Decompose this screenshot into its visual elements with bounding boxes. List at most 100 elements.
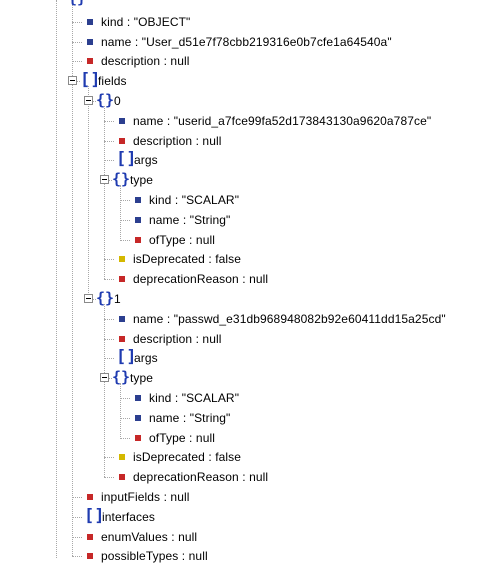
string-value-icon [135, 395, 141, 401]
tree-connector-h [120, 398, 130, 399]
node-label: args [134, 153, 158, 168]
null-value-icon [135, 236, 141, 243]
node-label: name : "User_d51e7f78cbb219316e0b7cfe1a6… [101, 34, 392, 49]
collapse-toggle-icon[interactable] [100, 373, 109, 383]
node-label: args [134, 351, 158, 366]
object-brace-icon: {} [96, 91, 115, 109]
string-value-icon [87, 18, 93, 25]
object-brace-icon: {} [96, 289, 115, 307]
tree-node-interfaces: []interfaces [0, 505, 502, 526]
node-label: kind : "SCALAR" [149, 391, 240, 405]
string-value-icon [135, 197, 141, 203]
tree-node-fields-1-description: description : null [0, 330, 502, 348]
tree-connector-h [72, 517, 82, 518]
tree-connector-h [104, 279, 114, 280]
node-label: 1 [114, 292, 121, 306]
node-label: isDeprecated : false [133, 450, 242, 465]
boolean-value-icon [119, 256, 125, 263]
tree-node-description: description : null [0, 52, 502, 70]
node-label: deprecationReason : null [133, 272, 269, 287]
tree-connector-h [72, 497, 82, 498]
tree-node-fields-0-type-kind: kind : "SCALAR" [0, 191, 502, 209]
tree-node-fields-0-type-name: name : "String" [0, 211, 502, 229]
array-bracket-icon: [] [116, 347, 137, 368]
node-label: type [130, 371, 154, 386]
array-bracket-icon: [] [84, 505, 105, 526]
tree-connector-h [120, 240, 130, 241]
collapse-toggle-icon[interactable] [68, 76, 77, 86]
array-bracket-icon: [] [80, 70, 101, 91]
tree-connector-h [104, 339, 114, 340]
string-value-icon [119, 117, 125, 124]
tree-connector-h [72, 556, 82, 557]
tree-connector-h [104, 141, 114, 142]
tree-node-fields-0-name: name : "userid_a7fce99fa52d173843130a962… [0, 112, 502, 130]
tree-connector-v [56, 0, 57, 558]
node-label: inputFields : null [101, 490, 190, 504]
tree-node-fields-1-type[interactable]: {}type [0, 369, 502, 387]
tree-connector-h [120, 200, 130, 201]
tree-connector-h [72, 537, 82, 538]
tree-node-fields-0-isDeprecated: isDeprecated : false [0, 250, 502, 268]
object-brace-icon: {} [112, 170, 131, 189]
tree-connector-h [120, 220, 130, 221]
tree-connector-v [88, 86, 89, 299]
node-label: interfaces [102, 509, 156, 524]
tree-node-fields-0-type-ofType: ofType : null [0, 231, 502, 249]
null-value-icon [87, 533, 93, 540]
node-label: deprecationReason : null [133, 470, 269, 485]
tree-node-fields-1-args: []args [0, 349, 502, 367]
tree-node-name: name : "User_d51e7f78cbb219316e0b7cfe1a6… [0, 33, 502, 51]
object-brace-icon: {} [112, 368, 131, 387]
node-label: type [130, 173, 154, 188]
node-label: possibleTypes : null [101, 549, 208, 564]
tree-connector-h [104, 319, 114, 320]
tree-node-fields-1-type-ofType: ofType : null [0, 429, 502, 447]
string-value-icon [87, 38, 93, 45]
tree-node-fields-0[interactable]: {}0 [0, 92, 502, 110]
tree-connector-v [72, 0, 73, 556]
tree-connector-v [104, 304, 105, 477]
tree-connector-h [104, 457, 114, 458]
node-label: isDeprecated : false [133, 252, 242, 267]
tree-connector-h [72, 42, 82, 43]
tree-node-fields-0-description: description : null [0, 132, 502, 150]
null-value-icon [119, 276, 125, 283]
array-bracket-icon: [] [116, 149, 137, 170]
node-label: kind : "SCALAR" [149, 193, 240, 207]
tree-connector-v [104, 106, 105, 279]
node-label: description : null [101, 54, 190, 69]
string-value-icon [135, 216, 141, 223]
tree-connector-h [120, 438, 130, 439]
tree-connector-h [104, 259, 114, 260]
tree-node-fields-1-deprecationReason: deprecationReason : null [0, 468, 502, 486]
collapse-toggle-icon[interactable] [84, 294, 93, 303]
node-label: enumValues : null [101, 529, 198, 544]
node-label: fields [98, 74, 127, 89]
null-value-icon [87, 494, 93, 500]
tree-node-fields[interactable]: []fields [0, 72, 502, 90]
tree-node-fields-0-type[interactable]: {}type [0, 171, 502, 189]
tree-node-fields-1[interactable]: {}1 [0, 290, 502, 308]
tree-connector-v [120, 185, 121, 239]
null-value-icon [87, 553, 93, 560]
tree-connector-h [120, 418, 130, 419]
tree-connector-h [104, 477, 114, 478]
boolean-value-icon [119, 454, 125, 461]
null-value-icon [119, 335, 125, 342]
node-label: name : "passwd_e31db968948082b92e60411dd… [133, 311, 446, 326]
tree-node-fields-1-type-kind: kind : "SCALAR" [0, 389, 502, 407]
node-label: ofType : null [149, 232, 216, 247]
null-value-icon [119, 137, 125, 144]
tree-connector-h [72, 61, 82, 62]
tree-node-fields-0-deprecationReason: deprecationReason : null [0, 270, 502, 288]
tree-node-enumValues: enumValues : null [0, 528, 502, 546]
tree-connector-h [104, 160, 114, 161]
collapse-toggle-icon[interactable] [84, 96, 93, 105]
tree-connector-h [104, 121, 114, 122]
null-value-icon [135, 434, 141, 441]
null-value-icon [87, 58, 93, 65]
collapse-toggle-icon[interactable] [100, 175, 109, 185]
tree-connector-h [104, 358, 114, 359]
